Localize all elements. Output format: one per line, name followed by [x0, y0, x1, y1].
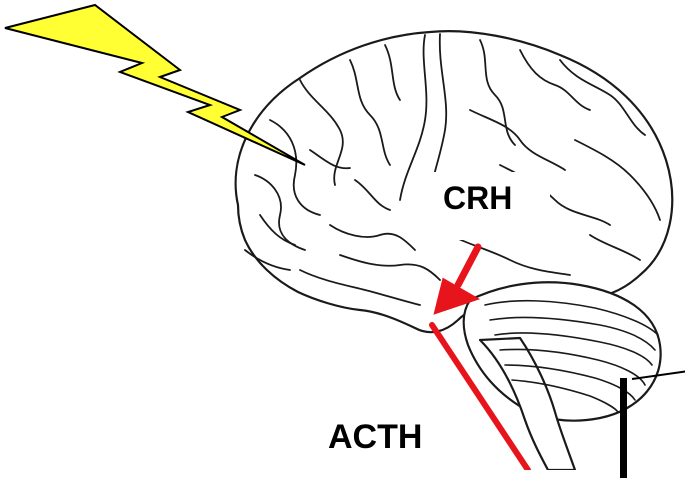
adrenal-box-corner [620, 378, 685, 478]
crh-label: CRH [443, 180, 512, 217]
acth-label: ACTH [328, 418, 422, 457]
lightning-bolt-icon [5, 5, 305, 165]
brain-illustration [236, 31, 673, 470]
